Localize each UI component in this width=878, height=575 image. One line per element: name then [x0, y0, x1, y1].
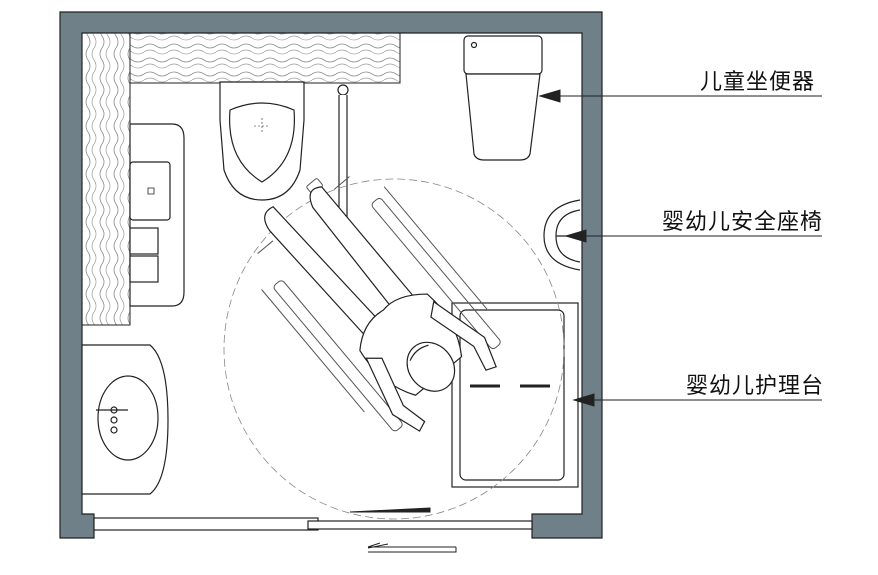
label-baby-safety-seat: 婴幼儿安全座椅	[662, 210, 824, 235]
vanity-unit	[129, 123, 185, 307]
sliding-door	[93, 517, 533, 531]
wheelchair-user-icon	[257, 176, 501, 432]
door-swing-arrow-icon	[349, 507, 457, 553]
wall-outline	[59, 11, 603, 539]
label-child-toilet: 儿童坐便器	[700, 70, 816, 95]
leader-lines	[538, 89, 822, 407]
sink-icon	[81, 344, 169, 495]
grab-bar	[337, 84, 349, 221]
label-changing-table: 婴幼儿护理台	[686, 374, 825, 399]
child-toilet	[463, 35, 543, 161]
drain-icon	[147, 187, 155, 195]
toilet-icon	[219, 81, 305, 201]
walls	[59, 11, 603, 539]
turning-circle	[223, 178, 565, 520]
